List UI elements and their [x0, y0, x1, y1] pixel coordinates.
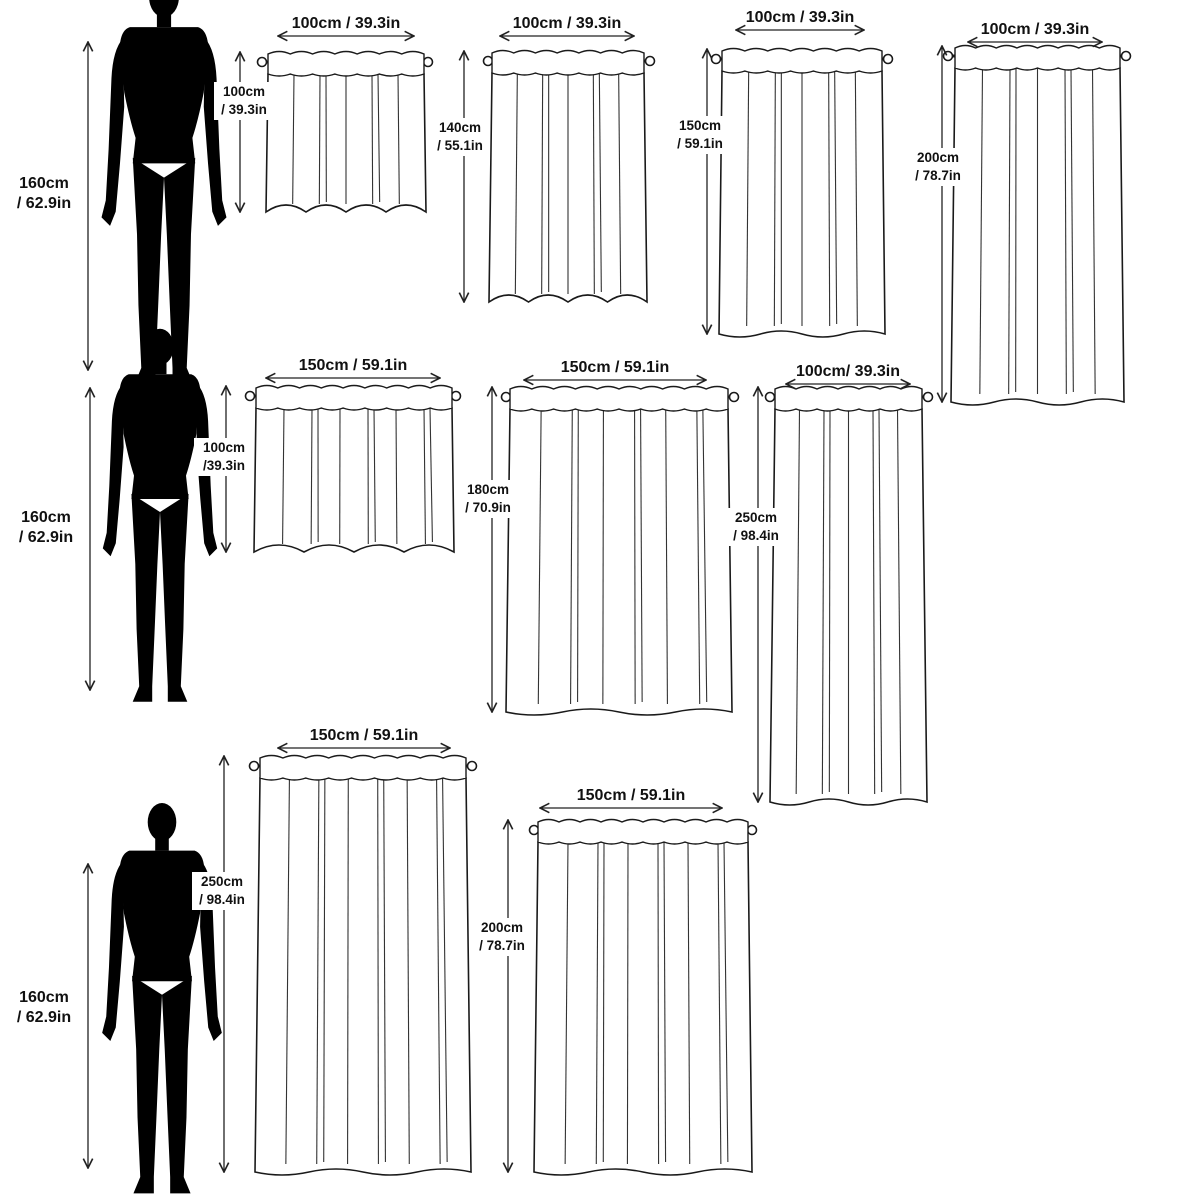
person-row-2: 160cm/ 62.9in	[19, 328, 218, 702]
width-label: 100cm/ 39.3in	[796, 363, 900, 380]
curtain-folds	[514, 72, 622, 295]
curtain-folds	[795, 408, 902, 795]
curtain-100x100: 100cm / 39.3in 100cm/ 39.3in	[214, 15, 434, 214]
width-label: 150cm / 59.1in	[310, 727, 419, 744]
curtain-folds	[292, 73, 400, 205]
rod-finial-left	[942, 50, 954, 62]
width-label: 150cm / 59.1in	[561, 359, 670, 376]
curtain-panel	[253, 407, 455, 554]
rod-finial-right	[1120, 50, 1132, 62]
height-label: 250cm/ 98.4in	[199, 874, 245, 907]
curtain-150x200: 150cm / 59.1in 200cm/ 78.7in	[472, 787, 758, 1176]
width-label: 150cm / 59.1in	[577, 787, 686, 804]
curtain-100x150: 100cm / 39.3in 150cm/ 59.1in	[670, 9, 894, 338]
rod-finial-left	[710, 53, 722, 65]
rod-finial-right	[746, 824, 758, 836]
rod-finial-left	[244, 390, 256, 402]
person-height-label: 160cm/ 62.9in	[17, 989, 71, 1026]
person-row-3: 160cm/ 62.9in	[17, 803, 222, 1194]
rod-finial-right	[466, 760, 478, 772]
curtain-rod-pocket	[721, 47, 883, 74]
person-height-label: 160cm/ 62.9in	[19, 509, 73, 546]
curtain-100x250: 100cm/ 39.3in 250cm/ 98.4in	[726, 363, 934, 806]
curtain-rod-pocket	[954, 44, 1121, 71]
curtain-panel	[254, 777, 472, 1176]
curtain-folds	[564, 841, 729, 1165]
rod-finial-right	[922, 391, 934, 403]
rod-finial-right	[728, 391, 740, 403]
person-silhouette	[102, 803, 222, 1194]
width-label: 100cm / 39.3in	[513, 15, 622, 32]
width-label: 100cm / 39.3in	[981, 21, 1090, 38]
height-label: 180cm/ 70.9in	[465, 482, 511, 515]
curtain-folds	[537, 408, 708, 705]
rod-finial-left	[248, 760, 260, 772]
curtain-folds	[282, 407, 433, 545]
rod-finial-left	[528, 824, 540, 836]
rod-finial-right	[422, 56, 434, 68]
height-label: 100cm/ 39.3in	[221, 84, 267, 117]
curtain-100x140: 100cm / 39.3in 140cm/ 55.1in	[430, 15, 656, 304]
rod-finial-left	[500, 391, 512, 403]
curtain-rod-pocket	[509, 385, 729, 412]
curtain-100x200: 100cm / 39.3in 200cm/ 78.7in	[908, 21, 1132, 406]
width-label: 150cm / 59.1in	[299, 357, 408, 374]
rod-finial-right	[644, 55, 656, 67]
height-label: 250cm/ 98.4in	[733, 510, 779, 543]
curtain-rod-pocket	[491, 49, 645, 76]
curtain-folds	[746, 70, 858, 327]
curtain-panel	[533, 841, 753, 1176]
person-silhouette	[102, 328, 218, 702]
person-height-label: 160cm/ 62.9in	[17, 175, 71, 212]
curtain-folds	[285, 777, 448, 1165]
curtain-panel	[505, 408, 733, 716]
width-label: 100cm / 39.3in	[746, 9, 855, 26]
rod-finial-left	[482, 55, 494, 67]
rod-finial-left	[764, 391, 776, 403]
curtain-150x100: 150cm / 59.1in 100cm/39.3in	[194, 357, 462, 554]
height-label: 100cm/39.3in	[203, 440, 245, 473]
height-label: 200cm/ 78.7in	[915, 150, 961, 183]
height-label: 200cm/ 78.7in	[479, 920, 525, 953]
curtain-150x180: 150cm / 59.1in 180cm/ 70.9in	[458, 359, 740, 716]
person-silhouette	[101, 0, 227, 385]
curtain-rod-pocket	[255, 384, 453, 411]
curtain-rod-pocket	[774, 385, 923, 412]
curtain-150x250: 150cm / 59.1in 250cm/ 98.4in	[192, 727, 478, 1176]
curtain-rod-pocket	[267, 50, 425, 77]
height-label: 150cm/ 59.1in	[677, 118, 723, 151]
curtain-folds	[979, 67, 1096, 395]
curtain-rod-pocket	[259, 754, 467, 781]
rod-finial-left	[256, 56, 268, 68]
height-label: 140cm/ 55.1in	[437, 120, 483, 153]
width-label: 100cm / 39.3in	[292, 15, 401, 32]
curtain-rod-pocket	[537, 818, 749, 845]
rod-finial-right	[882, 53, 894, 65]
rod-finial-right	[450, 390, 462, 402]
person-row-1: 160cm/ 62.9in	[17, 0, 227, 385]
